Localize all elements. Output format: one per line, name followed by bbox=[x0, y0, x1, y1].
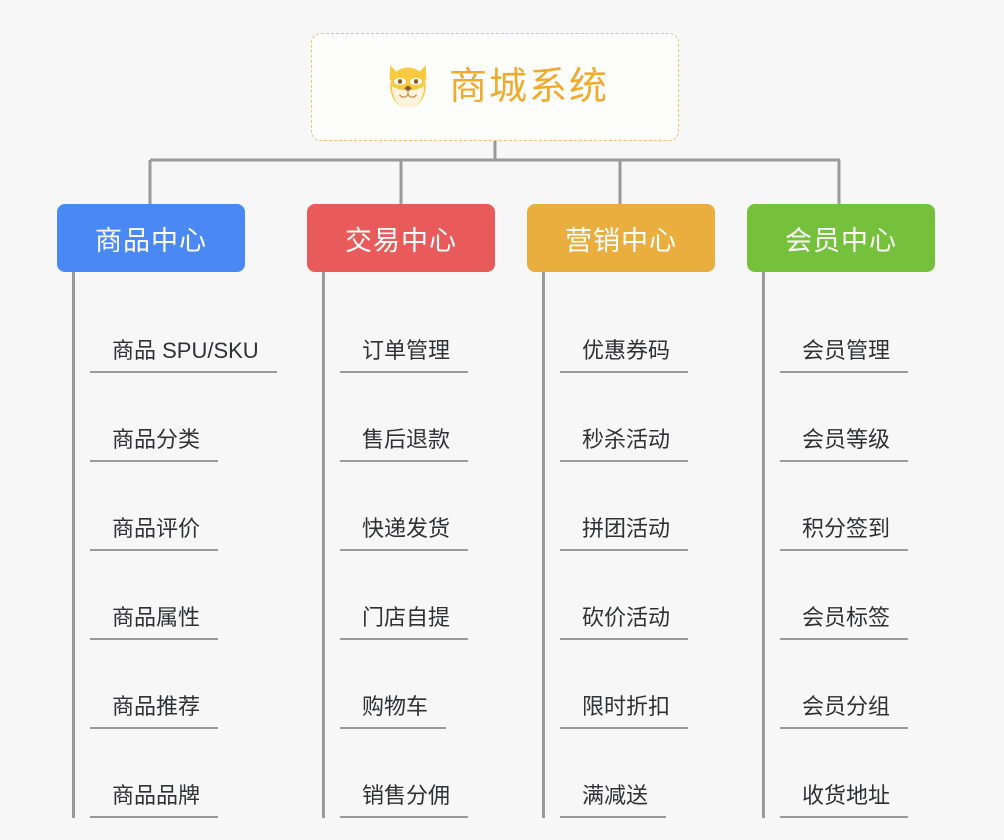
leaf-label: 满减送 bbox=[560, 783, 667, 818]
leaf-list-2: 优惠券码 秒杀活动 拼团活动 砍价活动 限时折扣 满减送 bbox=[542, 272, 715, 818]
branch-column-3: 会员中心 会员管理 会员等级 积分签到 会员标签 会员分组 收货地址 bbox=[747, 204, 935, 818]
list-item[interactable]: 秒杀活动 bbox=[560, 373, 715, 462]
leaf-label: 优惠券码 bbox=[560, 338, 689, 373]
root-title: 商城系统 bbox=[448, 66, 609, 108]
list-item[interactable]: 快递发货 bbox=[340, 462, 495, 551]
list-item[interactable]: 商品分类 bbox=[90, 373, 245, 462]
leaf-label: 快递发货 bbox=[340, 516, 469, 551]
branch-column-2: 营销中心 优惠券码 秒杀活动 拼团活动 砍价活动 限时折扣 满减送 bbox=[527, 204, 715, 818]
list-item[interactable]: 会员等级 bbox=[780, 373, 935, 462]
list-item[interactable]: 销售分佣 bbox=[340, 729, 495, 818]
branch-column-0: 商品中心 商品 SPU/SKU 商品分类 商品评价 商品属性 商品推荐 商品品牌 bbox=[57, 204, 277, 818]
leaf-label: 商品属性 bbox=[90, 605, 219, 640]
leaf-label: 积分签到 bbox=[780, 516, 909, 551]
list-item[interactable]: 砍价活动 bbox=[560, 551, 715, 640]
list-item[interactable]: 会员分组 bbox=[780, 640, 935, 729]
list-item[interactable]: 商品 SPU/SKU bbox=[90, 284, 277, 373]
category-header-1[interactable]: 交易中心 bbox=[307, 204, 495, 272]
category-header-3[interactable]: 会员中心 bbox=[747, 204, 935, 272]
list-item[interactable]: 购物车 bbox=[340, 640, 495, 729]
list-item[interactable]: 满减送 bbox=[560, 729, 715, 818]
leaf-label: 订单管理 bbox=[340, 338, 469, 373]
leaf-label: 收货地址 bbox=[780, 783, 909, 818]
list-item[interactable]: 售后退款 bbox=[340, 373, 495, 462]
list-item[interactable]: 商品评价 bbox=[90, 462, 245, 551]
category-label: 交易中心 bbox=[345, 225, 457, 256]
list-item[interactable]: 订单管理 bbox=[340, 284, 495, 373]
leaf-label: 会员管理 bbox=[780, 338, 909, 373]
list-item[interactable]: 收货地址 bbox=[780, 729, 935, 818]
leaf-label: 会员分组 bbox=[780, 694, 909, 729]
leaf-label: 购物车 bbox=[340, 694, 447, 729]
leaf-list-0: 商品 SPU/SKU 商品分类 商品评价 商品属性 商品推荐 商品品牌 bbox=[72, 272, 277, 818]
leaf-label: 商品推荐 bbox=[90, 694, 219, 729]
leaf-list-1: 订单管理 售后退款 快递发货 门店自提 购物车 销售分佣 bbox=[322, 272, 495, 818]
leaf-label: 售后退款 bbox=[340, 427, 469, 462]
leaf-label: 砍价活动 bbox=[560, 605, 689, 640]
list-item[interactable]: 限时折扣 bbox=[560, 640, 715, 729]
list-item[interactable]: 商品推荐 bbox=[90, 640, 245, 729]
category-header-0[interactable]: 商品中心 bbox=[57, 204, 245, 272]
leaf-label: 商品 SPU/SKU bbox=[90, 338, 277, 373]
list-item[interactable]: 商品品牌 bbox=[90, 729, 245, 818]
leaf-label: 商品分类 bbox=[90, 427, 219, 462]
list-item[interactable]: 会员管理 bbox=[780, 284, 935, 373]
leaf-list-3: 会员管理 会员等级 积分签到 会员标签 会员分组 收货地址 bbox=[762, 272, 935, 818]
list-item[interactable]: 会员标签 bbox=[780, 551, 935, 640]
list-item[interactable]: 商品属性 bbox=[90, 551, 245, 640]
leaf-label: 拼团活动 bbox=[560, 516, 689, 551]
category-label: 商品中心 bbox=[95, 225, 207, 256]
leaf-label: 商品品牌 bbox=[90, 783, 219, 818]
list-item[interactable]: 优惠券码 bbox=[560, 284, 715, 373]
leaf-label: 商品评价 bbox=[90, 516, 219, 551]
list-item[interactable]: 门店自提 bbox=[340, 551, 495, 640]
category-label: 会员中心 bbox=[785, 225, 897, 256]
leaf-label: 销售分佣 bbox=[340, 783, 469, 818]
list-item[interactable]: 拼团活动 bbox=[560, 462, 715, 551]
leaf-label: 门店自提 bbox=[340, 605, 469, 640]
leaf-label: 秒杀活动 bbox=[560, 427, 689, 462]
list-item[interactable]: 积分签到 bbox=[780, 462, 935, 551]
leaf-label: 会员标签 bbox=[780, 605, 909, 640]
root-node[interactable]: 商城系统 bbox=[311, 33, 679, 141]
category-header-2[interactable]: 营销中心 bbox=[527, 204, 715, 272]
branch-column-1: 交易中心 订单管理 售后退款 快递发货 门店自提 购物车 销售分佣 bbox=[307, 204, 495, 818]
leaf-label: 限时折扣 bbox=[560, 694, 689, 729]
shiba-dog-icon bbox=[389, 65, 427, 108]
category-label: 营销中心 bbox=[565, 225, 677, 256]
leaf-label: 会员等级 bbox=[780, 427, 909, 462]
